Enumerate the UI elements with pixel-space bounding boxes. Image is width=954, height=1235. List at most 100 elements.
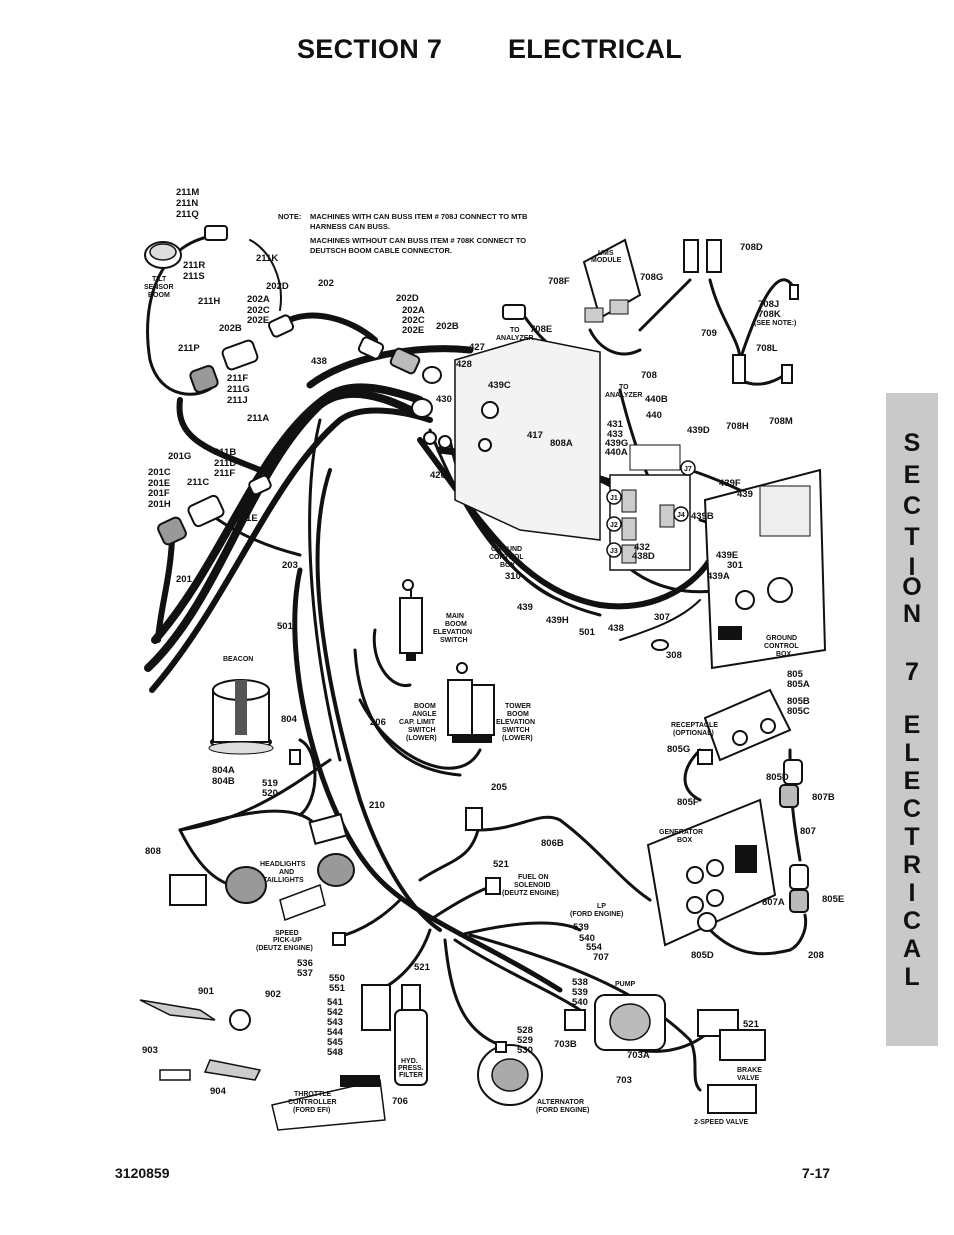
callout: 501 [579, 627, 596, 638]
callout: 520 [262, 788, 278, 799]
callout: 211A [247, 413, 269, 424]
callout: SOLENOID [514, 882, 551, 889]
callout: 703A [627, 1050, 650, 1061]
callout: 201G [168, 451, 191, 462]
side-tab-letter: E [903, 711, 921, 739]
callout: 211G [227, 384, 250, 395]
callout: 307 [654, 612, 670, 623]
callout: TILT [152, 276, 167, 283]
callout: FUEL ON [518, 874, 549, 881]
callout: TO [510, 327, 520, 334]
side-tab-letter: L [904, 963, 920, 991]
wire-208 [708, 913, 808, 956]
callout: 521 [414, 962, 431, 973]
fuel-solenoid-connector [485, 877, 501, 895]
callout: 537 [297, 968, 313, 979]
side-tab-letter: E [903, 767, 921, 795]
callout: 301 [727, 560, 744, 571]
callout: 804 [281, 714, 298, 725]
callout: 708H [726, 421, 749, 432]
wire-805f [683, 748, 702, 802]
connector-708h [732, 284, 799, 384]
callout: 521 [743, 1019, 760, 1030]
wire-205 [358, 698, 482, 770]
wire-708 [588, 328, 642, 356]
side-tab-letter: C [902, 492, 922, 520]
callout: 439 [737, 489, 753, 500]
callout: (SEE NOTE:) [754, 320, 796, 327]
callout: FILTER [399, 1072, 423, 1079]
callout: 426 [430, 470, 446, 481]
callout: 308 [666, 650, 682, 661]
section-title: ELECTRICAL [508, 34, 682, 64]
callout: (LOWER) [502, 735, 533, 742]
callout: 440 [646, 410, 662, 421]
side-tab-letter: C [902, 907, 922, 935]
callout: 211S [183, 271, 205, 282]
note-lead: NOTE: [278, 212, 301, 221]
callout: 202D [396, 293, 419, 304]
callout: 202E [247, 315, 269, 326]
callout: 438D [632, 551, 655, 562]
side-tab-letter: O [902, 573, 922, 601]
callout: 211Q [176, 209, 199, 220]
callout: MAIN [446, 613, 464, 620]
callout: 804B [212, 776, 235, 787]
callout: BOX [677, 837, 693, 844]
side-tab-letter: 7 [905, 658, 919, 686]
callout: 439E [716, 550, 738, 561]
callout: 544 [327, 1027, 344, 1038]
callout: 904 [210, 1086, 227, 1097]
callout: 202 [318, 278, 334, 289]
wire-440 [618, 388, 652, 482]
callout: 310 [505, 571, 521, 582]
callout: 211E [236, 513, 258, 524]
callout: 431 [607, 419, 624, 430]
callout: (DEUTZ ENGINE) [256, 945, 313, 952]
callout: 439G [605, 438, 628, 449]
callout: PUMP [615, 981, 636, 988]
callout: 202A [402, 305, 425, 316]
wire-708j [738, 278, 797, 362]
page-title: SECTION 7 ELECTRICAL [0, 34, 954, 70]
callout: 211R [183, 260, 205, 271]
callout: 201F [148, 488, 170, 499]
callout: BEACON [223, 656, 253, 663]
callout: 902 [265, 989, 281, 1000]
callout: 901 [198, 986, 215, 997]
section-number: SECTION 7 [297, 34, 443, 64]
callout: ANALYZER [496, 335, 533, 342]
callout: 440B [645, 394, 668, 405]
callout: 203 [282, 560, 298, 571]
callout: LP [597, 903, 606, 910]
main-boom-elevation-switch [399, 579, 423, 661]
callout: 202B [219, 323, 242, 334]
callout: 538 [572, 977, 588, 988]
callout: 201H [148, 499, 171, 510]
callout: 211C [187, 477, 209, 488]
callout: 807A [762, 897, 785, 908]
callout: 427 [469, 342, 485, 353]
callout: 202C [402, 315, 425, 326]
side-tab-letter: T [904, 823, 920, 851]
alternator [477, 1041, 543, 1106]
connectors-807 [779, 759, 809, 913]
callout: 551 [329, 983, 346, 994]
callout: 521 [493, 859, 510, 870]
callout: 708L [756, 343, 778, 354]
callout: 211F [214, 468, 235, 479]
callout: 201C [148, 467, 171, 478]
callout: 708K [758, 309, 781, 320]
beacon [208, 679, 301, 765]
callout: 211M [176, 187, 199, 198]
callout: GROUND [766, 635, 797, 642]
side-tab-letter: I [908, 553, 916, 581]
callout: 210 [369, 800, 385, 811]
callout: 807 [800, 826, 816, 837]
side-tab-letter: A [902, 935, 922, 963]
callout: 541 [327, 997, 344, 1008]
callout: (DEUTZ ENGINE) [502, 890, 559, 897]
callout: TAILLIGHTS [263, 877, 304, 884]
callout: 2-SPEED VALVE [694, 1119, 749, 1126]
